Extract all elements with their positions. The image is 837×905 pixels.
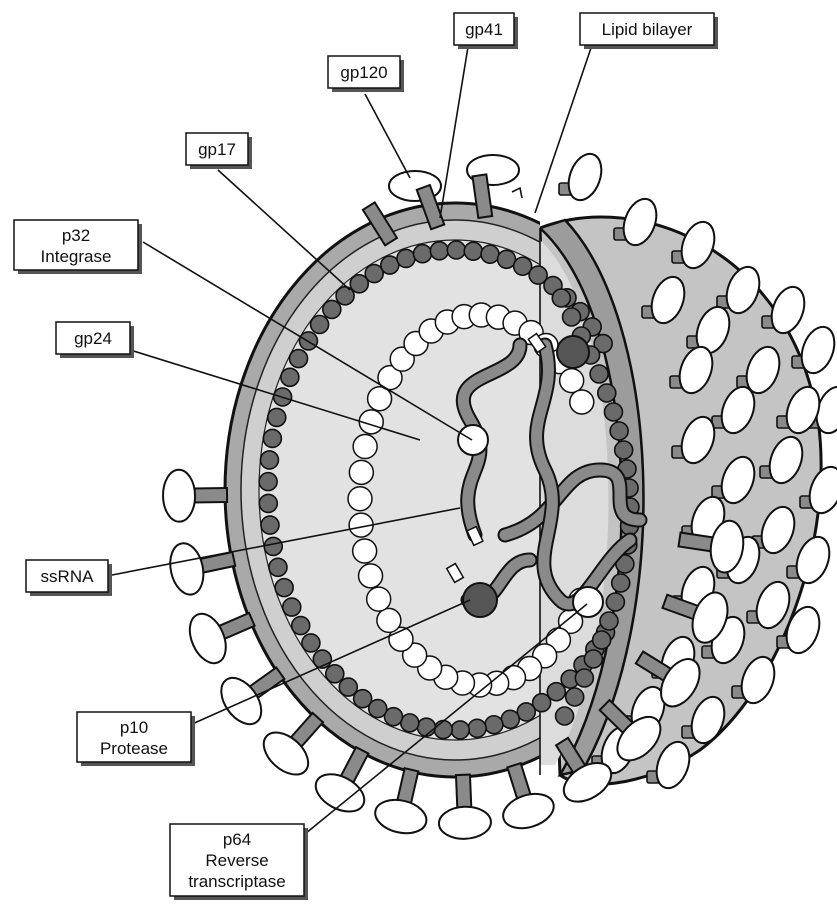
spike: [372, 768, 430, 838]
label-p32-integrase: p32 Integrase: [14, 220, 142, 274]
matrix-bead: [339, 678, 357, 696]
svg-text:Lipid bilayer: Lipid bilayer: [602, 20, 693, 39]
label-p64-reverse-transcriptase: p64 Reverse transcriptase: [170, 824, 308, 900]
matrix-bead: [434, 721, 452, 739]
matrix-bead: [498, 250, 516, 268]
label-lipid-bilayer: Lipid bilayer: [580, 13, 718, 49]
label-gp17: gp17: [186, 133, 252, 169]
label-p10-protease: p10 Protease: [77, 712, 195, 766]
svg-text:Reverse: Reverse: [205, 851, 268, 870]
spike: [163, 469, 227, 521]
matrix-bead: [292, 617, 310, 635]
matrix-bead: [563, 308, 581, 326]
matrix-bead: [604, 403, 622, 421]
label-gp24: gp24: [56, 322, 134, 358]
matrix-bead: [417, 718, 435, 736]
matrix-bead: [447, 241, 465, 259]
svg-text:gp41: gp41: [465, 20, 503, 39]
label-gp120: gp120: [328, 56, 404, 92]
matrix-bead: [323, 300, 341, 318]
matrix-bead: [575, 669, 593, 687]
svg-text:gp24: gp24: [74, 329, 112, 348]
matrix-bead: [259, 494, 277, 512]
label-gp41: gp41: [454, 13, 518, 49]
capsid-bead: [560, 369, 584, 393]
matrix-bead: [593, 631, 611, 649]
matrix-bead: [615, 441, 633, 459]
matrix-bead: [566, 688, 584, 706]
capsid-bead: [348, 487, 372, 511]
capsid-bead: [570, 390, 594, 414]
svg-text:p64: p64: [223, 830, 251, 849]
p32-integrase-particle: [458, 425, 488, 455]
capsid-bead: [349, 460, 373, 484]
matrix-bead: [468, 719, 486, 737]
matrix-bead: [552, 289, 570, 307]
matrix-bead: [481, 245, 499, 263]
capsid-bead: [353, 539, 377, 563]
matrix-bead: [451, 721, 469, 739]
matrix-bead: [610, 422, 628, 440]
svg-text:Integrase: Integrase: [41, 247, 112, 266]
matrix-bead: [464, 242, 482, 260]
spike: [256, 713, 323, 783]
matrix-bead: [612, 574, 630, 592]
matrix-bead: [397, 249, 415, 267]
matrix-bead: [584, 650, 602, 668]
capsid-bead: [367, 587, 391, 611]
matrix-bead: [268, 408, 286, 426]
matrix-bead: [430, 242, 448, 260]
svg-text:p10: p10: [120, 718, 148, 737]
matrix-bead: [381, 256, 399, 274]
matrix-bead: [275, 579, 293, 597]
matrix-bead: [260, 451, 278, 469]
svg-text:gp17: gp17: [198, 140, 236, 159]
matrix-bead: [606, 593, 624, 611]
spike: [183, 608, 255, 668]
matrix-bead: [283, 598, 301, 616]
matrix-bead: [264, 537, 282, 555]
matrix-bead: [600, 612, 618, 630]
capsid-bead: [377, 608, 401, 632]
spike: [499, 763, 558, 834]
matrix-bead: [311, 315, 329, 333]
matrix-bead: [556, 707, 574, 725]
capsid-bead: [359, 564, 383, 588]
matrix-bead: [501, 710, 519, 728]
svg-text:p32: p32: [62, 226, 90, 245]
matrix-bead: [290, 350, 308, 368]
matrix-bead: [401, 714, 419, 732]
spike: [166, 540, 235, 598]
spike: [310, 747, 371, 819]
svg-text:ssRNA: ssRNA: [41, 567, 95, 586]
svg-text:transcriptase: transcriptase: [188, 872, 285, 891]
matrix-bead: [269, 558, 287, 576]
svg-text:Protease: Protease: [100, 739, 168, 758]
matrix-bead: [261, 516, 279, 534]
matrix-bead: [263, 429, 281, 447]
matrix-bead: [281, 368, 299, 386]
capsid-bead: [353, 435, 377, 459]
matrix-bead: [414, 245, 432, 263]
matrix-bead: [302, 634, 320, 652]
matrix-bead: [326, 665, 344, 683]
matrix-bead: [259, 473, 277, 491]
matrix-bead: [590, 365, 608, 383]
matrix-bead: [485, 716, 503, 734]
svg-text:gp120: gp120: [340, 63, 387, 82]
spike: [438, 775, 491, 840]
label-ssrna: ssRNA: [26, 560, 112, 596]
p10-protease-particle-top: [557, 336, 589, 368]
surface-spike: [559, 149, 607, 204]
matrix-bead: [598, 384, 616, 402]
